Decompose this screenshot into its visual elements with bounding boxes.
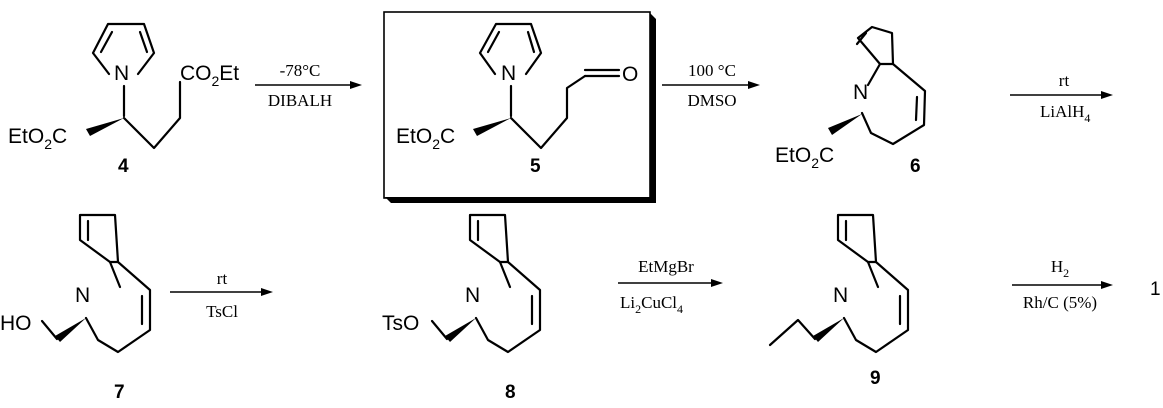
stereo-wedge-8 — [445, 318, 476, 342]
side-chain-5 — [509, 74, 587, 150]
bicyclic-ring-7 — [78, 213, 152, 354]
bond — [40, 319, 59, 341]
reaction-step-6: H2 Rh/C (5%) — [1012, 257, 1113, 312]
atom-N: N — [833, 284, 848, 307]
box-shadow — [385, 13, 656, 203]
pyrrole-ring-5 — [478, 22, 543, 76]
compound-8: N TsO 8 — [382, 213, 542, 403]
pyrrole-inner-bond — [855, 31, 868, 46]
pyrrole-inner-bond-5a — [486, 30, 501, 54]
pyrrole-ring-4 — [91, 22, 156, 76]
stereo-wedge-7 — [55, 318, 86, 342]
step-condition-bottom: DIBALH — [268, 91, 332, 110]
reaction-step-1: -78°C DIBALH — [255, 61, 362, 110]
atom-O: O — [622, 63, 638, 86]
reaction-step-5: EtMgBr Li2CuCl4 — [618, 257, 723, 316]
arrow-head — [748, 81, 760, 89]
atom-N: N — [501, 62, 516, 85]
step-condition-top: rt — [1059, 71, 1070, 90]
compound-4: N CO2Et EtO2C 4 — [8, 22, 239, 177]
compound-7: N HO 7 — [0, 213, 152, 403]
stereo-wedge-6 — [828, 114, 862, 135]
compound-9: N 9 — [768, 213, 910, 389]
compound-6: N EtO2C 6 — [775, 25, 927, 177]
step-condition-top: 100 °C — [688, 61, 736, 80]
step-condition-bottom: TsCl — [206, 302, 238, 321]
stereo-wedge-5 — [473, 118, 511, 136]
pyrrole-inner-bond-4a — [99, 30, 114, 54]
ho-label: HO — [0, 312, 32, 335]
bond — [430, 319, 449, 341]
highlight-box — [383, 11, 651, 199]
compound-number: 7 — [114, 382, 125, 403]
trailing-compound-mark: 1 — [1150, 279, 1161, 300]
step-condition-top: -78°C — [280, 61, 321, 80]
atom-N: N — [114, 62, 129, 85]
step-condition-bottom: DMSO — [687, 91, 736, 110]
alkene-inner-bond — [914, 95, 919, 122]
co2et-label-4: CO2Et — [180, 62, 239, 89]
arrow-head — [261, 288, 273, 296]
propyl-chain — [768, 318, 817, 347]
atom-N: N — [853, 81, 868, 104]
compound-number: 5 — [530, 156, 541, 177]
compound-number: 8 — [505, 382, 516, 403]
step-condition-bottom: Li2CuCl4 — [620, 293, 683, 316]
reaction-step-3: rt LiAlH4 — [1010, 71, 1113, 125]
pyrrole-inner-bond-5b — [526, 30, 536, 54]
step-condition-bottom: Rh/C (5%) — [1023, 293, 1097, 312]
bicyclic-ring-8 — [468, 213, 542, 354]
eto2c-label-4: EtO2C — [8, 125, 67, 152]
eto2c-label-6: EtO2C — [775, 144, 834, 171]
arrow-head — [1101, 91, 1113, 99]
compound-number: 4 — [118, 156, 129, 177]
arrow-head — [1101, 281, 1113, 289]
stereo-wedge-9 — [813, 318, 844, 342]
step-condition-bottom: LiAlH4 — [1040, 102, 1090, 125]
arrow-head — [350, 81, 362, 89]
compound-5: N O EtO2C 5 — [383, 11, 656, 203]
bicyclic-ring-9 — [836, 213, 910, 354]
reaction-step-2: 100 °C DMSO — [662, 61, 760, 110]
eto2c-label-5: EtO2C — [396, 125, 455, 152]
compound-number: 6 — [910, 156, 921, 177]
arrow-head — [711, 279, 723, 287]
tso-label: TsO — [382, 312, 419, 335]
pyrrole-inner-bond-4b — [138, 30, 149, 54]
side-chain-4 — [122, 80, 182, 150]
reaction-step-4: rt TsCl — [170, 269, 273, 321]
atom-N: N — [75, 284, 90, 307]
step-condition-top: EtMgBr — [638, 257, 694, 276]
step-condition-top: rt — [217, 269, 228, 288]
atom-N: N — [465, 284, 480, 307]
stereo-wedge-4 — [86, 118, 124, 136]
step-condition-top: H2 — [1051, 257, 1069, 280]
compound-number: 9 — [870, 368, 881, 389]
